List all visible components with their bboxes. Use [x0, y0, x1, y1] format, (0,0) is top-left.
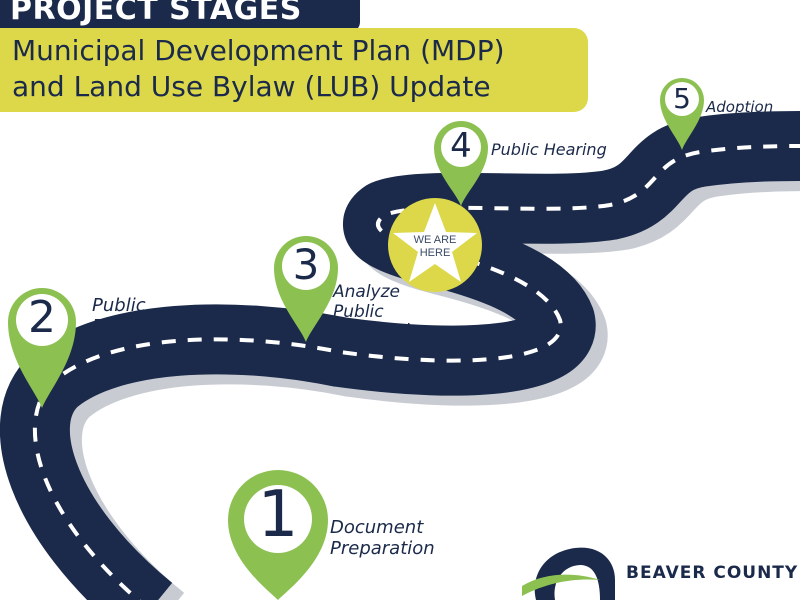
stage-2-number-wrap: 2 — [8, 292, 76, 348]
stage-5-label: Adoption by Council — [706, 98, 785, 134]
stage-3-number: 3 — [292, 240, 320, 289]
beaver-logo-icon — [522, 547, 615, 600]
we-are-here-marker — [388, 198, 482, 292]
stage-3-label-line-1: Analyze — [333, 282, 400, 302]
stage-4-number: 4 — [450, 126, 472, 166]
page-title: PROJECT STAGES — [10, 0, 302, 27]
we-are-here-line-1: WE ARE — [413, 234, 457, 246]
we-are-here-label: WE ARE HERE — [395, 234, 475, 259]
stage-5-number-wrap: 5 — [660, 82, 704, 118]
subtitle-line-2: and Land Use Bylaw (LUB) Update — [12, 70, 491, 103]
pin-3-center — [282, 242, 330, 290]
pin-1-center — [244, 485, 312, 553]
stage-5-label-line-1: Adoption — [706, 98, 774, 116]
stage-3-label: Analyze Public Feedback — [333, 282, 415, 342]
stage-1-number-wrap: 1 — [228, 478, 328, 558]
stage-2-label-line-2: Engagement — [92, 315, 207, 337]
pin-1 — [228, 470, 328, 600]
pin-2-center — [16, 294, 68, 346]
stage-2-label: Public Engagement — [92, 295, 207, 337]
stage-3-number-wrap: 3 — [274, 240, 338, 292]
stage-1-label-line-1: Document — [330, 517, 424, 538]
star-icon — [393, 203, 477, 282]
we-are-here-line-2: HERE — [419, 246, 451, 259]
stage-2-label-line-1: Public — [92, 295, 146, 316]
stage-2-number: 2 — [28, 292, 56, 343]
road-center-line — [32, 144, 800, 600]
stage-1-number: 1 — [257, 478, 299, 552]
pin-4-center — [441, 127, 481, 167]
subtitle-banner: Municipal Development Plan (MDP) and Lan… — [0, 28, 588, 112]
county-logo-text: BEAVER COUNTY — [626, 563, 799, 583]
stage-1-label-line-2: Preparation — [330, 537, 435, 559]
pin-2 — [8, 288, 76, 408]
stage-3-label-line-3: Feedback — [333, 321, 415, 342]
stage-5-number: 5 — [673, 82, 691, 115]
pin-5 — [660, 78, 704, 150]
stage-4-label-line-1: Public Hearing — [491, 140, 607, 159]
stage-5-label-line-2: by Council — [706, 115, 785, 134]
pin-5-center — [665, 82, 699, 116]
stage-4-number-wrap: 4 — [434, 126, 488, 170]
stage-1-label: Document Preparation — [330, 517, 435, 559]
stage-4-label: Public Hearing — [491, 140, 607, 159]
header-banner — [0, 0, 360, 32]
subtitle-line-1: Municipal Development Plan (MDP) — [12, 34, 505, 67]
pin-3 — [274, 236, 338, 342]
stage-3-label-line-2: Public — [333, 301, 384, 322]
pin-4 — [434, 121, 488, 206]
